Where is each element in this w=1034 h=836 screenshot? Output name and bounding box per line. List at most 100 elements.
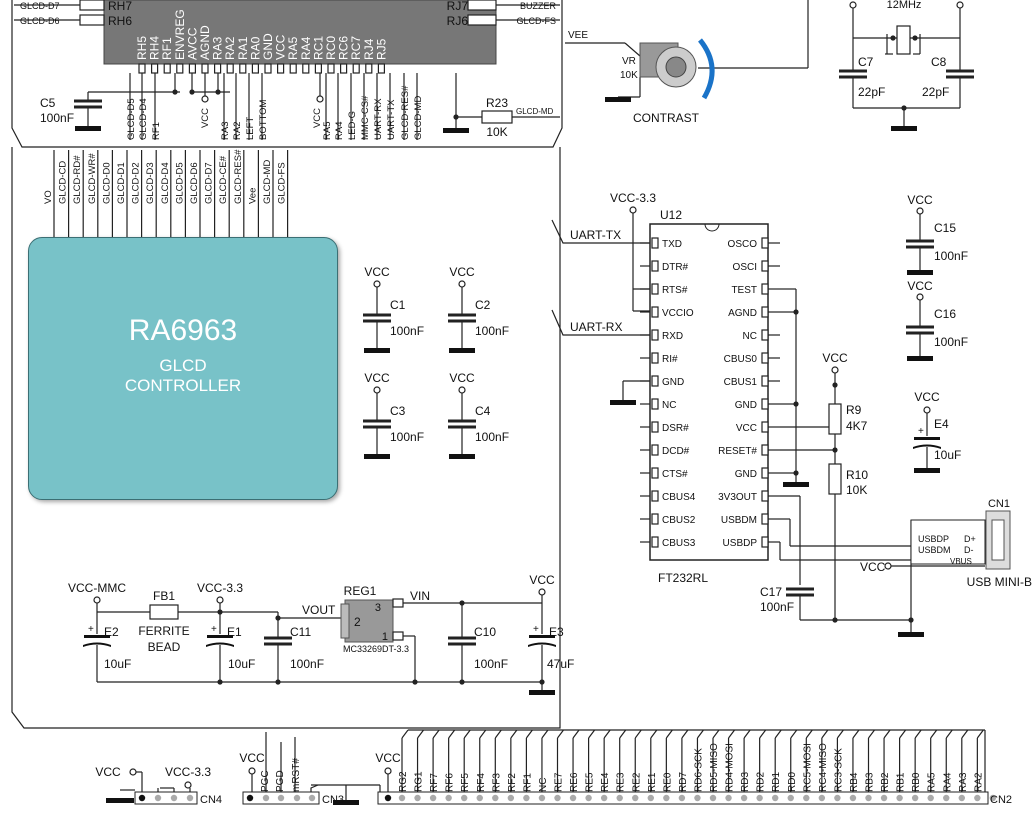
cn2-pin (725, 794, 732, 802)
ft232-left-pin-label: CBUS3 (662, 538, 696, 549)
components (74, 0, 1011, 805)
wire (494, 729, 502, 739)
wire (836, 729, 844, 739)
vcc-in-terminal (538, 588, 546, 596)
junction (172, 89, 178, 95)
ft232-right-pin (761, 237, 769, 249)
ft232-ref: U12 (660, 208, 682, 222)
mcu-pin-stub (176, 63, 184, 74)
cn1-label: USB MINI-B (967, 575, 1032, 589)
mcu-pin-label: RA3 (211, 36, 225, 60)
mcu-net-label: GLCD-MD (413, 96, 424, 140)
polarity-plus: + (88, 624, 94, 635)
reg1-tab (340, 603, 350, 639)
ft232-right-pin (761, 490, 769, 502)
ft232-right-pin (761, 536, 769, 548)
cn1-vcc-terminal (884, 562, 892, 570)
junction (793, 309, 799, 315)
ft232-left-pin-label: DTR# (662, 262, 689, 273)
r9-name: R9 (846, 403, 862, 417)
cap-value: 100nF (390, 430, 424, 444)
ft232-left-pin (651, 283, 659, 295)
wire (790, 729, 798, 739)
ft232-right-pin-label: CBUS0 (724, 354, 758, 365)
wire (681, 729, 689, 739)
fb1-line2: BEAD (148, 640, 181, 654)
cn2-pin (585, 794, 592, 802)
e3-cap (528, 642, 556, 647)
wire (759, 729, 767, 739)
ft232-left-pin (651, 352, 659, 364)
fb1-bead (149, 604, 179, 620)
ft232-right-pin-label: CBUS1 (724, 377, 758, 388)
ft232-left-pin-label: GND (662, 377, 684, 388)
power-ground (529, 690, 555, 695)
ft232-right-pin-label: USBDP (723, 538, 758, 549)
ft232-supply-terminal (629, 206, 637, 214)
cn2-pin-label: RF3 (491, 773, 502, 792)
cn4-pin (170, 794, 178, 802)
cn2-pin (647, 794, 654, 802)
cn3-pin (293, 794, 301, 802)
ft232-left-pin (651, 513, 659, 525)
e2-cap (84, 635, 110, 638)
cn2-pin (429, 794, 437, 802)
wire (665, 729, 673, 739)
ft232-notch (704, 223, 720, 232)
mcu-net-label: VCC (312, 108, 323, 128)
cn2-pin (834, 794, 841, 802)
glcd-pin-label: GLCD-D2 (131, 162, 142, 204)
cn2-pin (632, 794, 639, 802)
r9-resistor (828, 403, 842, 435)
cn2-pin-label: RE1 (647, 772, 658, 792)
mcu-pin-label: VCC (274, 34, 288, 60)
junction (189, 89, 195, 95)
usb-ground (898, 632, 924, 637)
cn3-pin (308, 794, 316, 802)
glcd-pin-label: GLCD-D4 (160, 162, 171, 204)
mcu-pin-stub (264, 63, 272, 74)
vcc33-terminal (216, 596, 224, 604)
pot-value: 10K (620, 70, 638, 81)
e1-cap (206, 642, 234, 647)
glcd-pin-label: GLCD-WR# (87, 153, 98, 204)
cn4-pin (154, 794, 162, 802)
cap-vcc-terminal (458, 280, 466, 288)
cn2-pin (492, 794, 499, 802)
cn4-vcc: VCC (95, 765, 121, 779)
ft232-right-pin-label: GND (735, 469, 757, 480)
cn2-pin (461, 794, 468, 802)
cn2-pin-label: RG1 (414, 771, 425, 792)
vcc-in-label: VCC (529, 573, 555, 587)
polarity-plus: + (918, 426, 924, 437)
cn2-pin-label: RC3-SCK (833, 748, 844, 792)
cn2-pin-label: RD1 (771, 772, 782, 792)
cn2-pin (943, 794, 950, 802)
ft232-left-pin-label: RTS# (662, 285, 688, 296)
mcu-pin-stub (188, 63, 196, 74)
mcu-pin-stub (151, 63, 159, 74)
cap-value: 100nF (934, 335, 968, 349)
c10-name: C10 (474, 625, 496, 639)
mcu-pin-stub (340, 63, 348, 74)
ft232-left-pin (651, 536, 659, 548)
cap-vcc-terminal (373, 280, 381, 288)
cn2-pin-label: RE5 (585, 772, 596, 792)
ft232-right-pin (761, 329, 769, 341)
wire (883, 729, 891, 739)
cn2-vcc-terminal (384, 767, 392, 775)
mcu-pin-stub (289, 63, 297, 74)
mcu-left-pin (79, 14, 105, 26)
cn4-header (134, 791, 198, 805)
c5-ground (75, 126, 101, 131)
r10-name: R10 (846, 468, 868, 482)
wire (448, 729, 456, 739)
pot-knob-center (665, 56, 687, 78)
cn2-pin-label: RF5 (460, 773, 471, 792)
vcc-mmc-label: VCC-MMC (68, 581, 126, 595)
glcd-pin-label: GLCD-FS (277, 162, 288, 204)
junction (217, 679, 223, 685)
cn2-pin-label: RD2 (756, 772, 767, 792)
usbdm-net: USBDM (918, 545, 951, 555)
wire (712, 729, 720, 739)
